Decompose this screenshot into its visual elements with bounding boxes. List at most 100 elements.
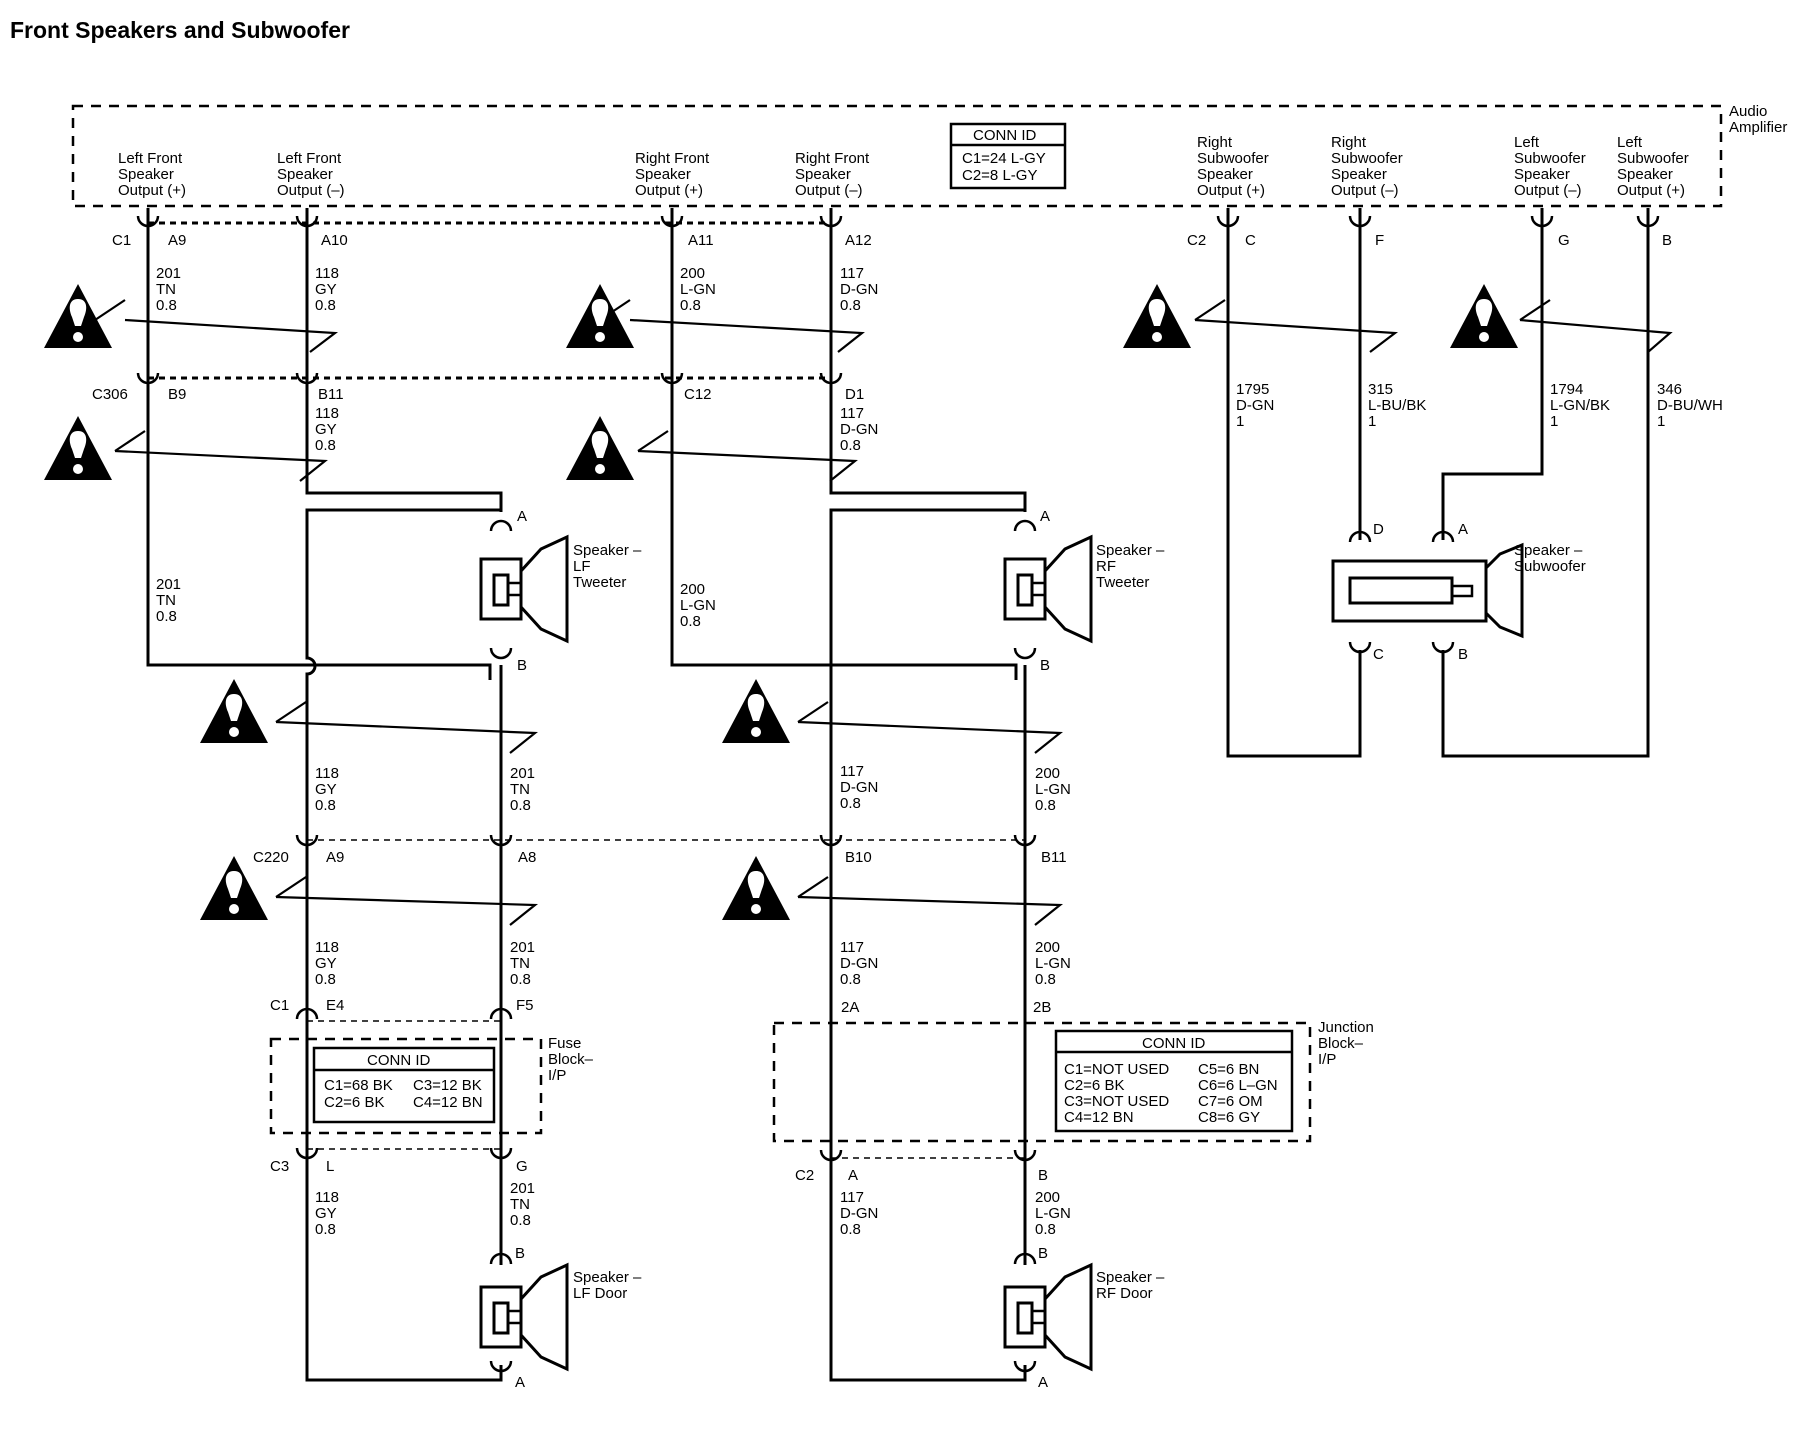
svg-text:C: C bbox=[1373, 646, 1384, 663]
svg-text:A: A bbox=[848, 1167, 858, 1184]
c220-pin-b10: B10 bbox=[845, 849, 872, 866]
svg-text:TN: TN bbox=[510, 1196, 530, 1213]
svg-text:Block–: Block– bbox=[548, 1051, 594, 1068]
svg-text:Fuse: Fuse bbox=[548, 1035, 581, 1052]
svg-text:0.8: 0.8 bbox=[315, 1221, 336, 1238]
svg-text:D-BU/WH: D-BU/WH bbox=[1657, 397, 1723, 414]
svg-text:Tweeter: Tweeter bbox=[1096, 574, 1149, 591]
pin-a11: A11 bbox=[688, 232, 714, 249]
svg-text:0.8: 0.8 bbox=[510, 797, 531, 814]
twisted-pair-icon bbox=[94, 299, 1673, 926]
speaker-lf-tweeter: A B Speaker – LF Tweeter bbox=[479, 508, 642, 674]
c220-pin-b11: B11 bbox=[1041, 849, 1067, 866]
pin-g: G bbox=[1558, 232, 1570, 249]
svg-text:Speaker –: Speaker – bbox=[573, 542, 642, 559]
svg-text:RF: RF bbox=[1096, 558, 1116, 575]
svg-text:D-GN: D-GN bbox=[840, 281, 878, 298]
svg-text:C5=6 BN: C5=6 BN bbox=[1198, 1061, 1259, 1078]
svg-text:C2=6 BK: C2=6 BK bbox=[324, 1094, 384, 1111]
svg-text:C6=6 L–GN: C6=6 L–GN bbox=[1198, 1077, 1278, 1094]
svg-text:B: B bbox=[1040, 657, 1050, 674]
pin-a9: A9 bbox=[168, 232, 186, 249]
svg-text:C8=6 GY: C8=6 GY bbox=[1198, 1109, 1260, 1126]
svg-text:A: A bbox=[1040, 508, 1050, 525]
svg-text:Left Front: Left Front bbox=[277, 150, 342, 167]
wire-1794: 1794 L-GN/BK 1 bbox=[1441, 208, 1610, 540]
svg-text:C4=12 BN: C4=12 BN bbox=[413, 1094, 483, 1111]
wire-201-to-lf-door: 201 TN 0.8 201 TN 0.8 201 TN 0.8 bbox=[499, 665, 535, 1265]
svg-text:GY: GY bbox=[315, 421, 337, 438]
fuse-block: Fuse Block– I/P C1 E4 F5 C3 L G CONN ID … bbox=[269, 997, 594, 1175]
output-label-lf-plus: Left Front Speaker Output (+) bbox=[118, 150, 186, 199]
svg-text:Tweeter: Tweeter bbox=[573, 574, 626, 591]
junction-block-conn-id: CONN ID C1=NOT USED C2=6 BK C3=NOT USED … bbox=[1054, 1029, 1294, 1133]
c306-label: C306 bbox=[92, 386, 128, 403]
pin-a12: A12 bbox=[845, 232, 872, 249]
caution-triangle-icon bbox=[200, 679, 268, 743]
svg-text:200: 200 bbox=[1035, 765, 1060, 782]
svg-text:C3: C3 bbox=[270, 1158, 289, 1175]
svg-text:200: 200 bbox=[680, 265, 705, 282]
svg-text:0.8: 0.8 bbox=[510, 971, 531, 988]
svg-text:1: 1 bbox=[1550, 413, 1558, 430]
svg-text:L-GN: L-GN bbox=[1035, 781, 1071, 798]
svg-text:C3=NOT USED: C3=NOT USED bbox=[1064, 1093, 1169, 1110]
svg-text:LF Door: LF Door bbox=[573, 1285, 627, 1302]
svg-text:Right: Right bbox=[1197, 134, 1233, 151]
svg-text:Speaker –: Speaker – bbox=[1096, 542, 1165, 559]
svg-text:Output (–): Output (–) bbox=[277, 182, 345, 199]
caution-triangle-icon bbox=[722, 856, 790, 920]
speaker-icon bbox=[1003, 535, 1093, 643]
svg-text:C1=68 BK: C1=68 BK bbox=[324, 1077, 393, 1094]
svg-text:Junction: Junction bbox=[1318, 1019, 1374, 1036]
svg-text:B: B bbox=[1458, 646, 1468, 663]
svg-text:Output (+): Output (+) bbox=[1197, 182, 1265, 199]
svg-text:Speaker –: Speaker – bbox=[573, 1269, 642, 1286]
caution-triangle-icon bbox=[1450, 284, 1518, 348]
wire-118-to-lf-door: 118 GY 0.8 118 GY 0.8 118 GY 0.8 bbox=[305, 508, 503, 1382]
output-label-lsub-plus: Left Subwoofer Speaker Output (+) bbox=[1617, 134, 1689, 199]
svg-text:201: 201 bbox=[510, 765, 535, 782]
svg-text:1795: 1795 bbox=[1236, 381, 1269, 398]
svg-text:C2=6 BK: C2=6 BK bbox=[1064, 1077, 1124, 1094]
svg-text:0.8: 0.8 bbox=[680, 297, 701, 314]
svg-text:200: 200 bbox=[1035, 939, 1060, 956]
svg-text:346: 346 bbox=[1657, 381, 1682, 398]
c306-pin-d1: D1 bbox=[845, 386, 864, 403]
svg-text:TN: TN bbox=[156, 281, 176, 298]
svg-text:B: B bbox=[515, 1245, 525, 1262]
output-label-rsub-minus: Right Subwoofer Speaker Output (–) bbox=[1331, 134, 1403, 199]
caution-triangle-icon bbox=[722, 679, 790, 743]
svg-text:L-GN: L-GN bbox=[1035, 955, 1071, 972]
svg-text:C4=12 BN: C4=12 BN bbox=[1064, 1109, 1134, 1126]
svg-text:Output (–): Output (–) bbox=[1514, 182, 1582, 199]
svg-text:0.8: 0.8 bbox=[510, 1212, 531, 1229]
svg-text:D-GN: D-GN bbox=[840, 1205, 878, 1222]
wire-346: 346 D-BU/WH 1 bbox=[1441, 208, 1723, 758]
caution-triangle-icon bbox=[566, 284, 634, 348]
svg-text:TN: TN bbox=[156, 592, 176, 609]
svg-text:C2: C2 bbox=[795, 1167, 814, 1184]
svg-text:Left: Left bbox=[1617, 134, 1643, 151]
svg-text:0.8: 0.8 bbox=[840, 297, 861, 314]
svg-text:Block–: Block– bbox=[1318, 1035, 1364, 1052]
svg-text:G: G bbox=[516, 1158, 528, 1175]
svg-text:200: 200 bbox=[680, 581, 705, 598]
svg-text:Subwoofer: Subwoofer bbox=[1514, 150, 1586, 167]
svg-text:201: 201 bbox=[156, 265, 181, 282]
svg-text:A: A bbox=[517, 508, 527, 525]
wire-201-lf: 201 TN 0.8 201 TN 0.8 bbox=[146, 208, 492, 680]
svg-text:D-GN: D-GN bbox=[840, 779, 878, 796]
svg-text:Speaker: Speaker bbox=[1331, 166, 1387, 183]
wire-117-to-rf-door: 117 D-GN 0.8 117 D-GN 0.8 117 D-GN 0.8 bbox=[829, 508, 1027, 1382]
amplifier-c1-label: C1 bbox=[112, 232, 131, 249]
speaker-icon bbox=[479, 535, 569, 643]
svg-text:1: 1 bbox=[1368, 413, 1376, 430]
svg-text:Speaker: Speaker bbox=[277, 166, 333, 183]
svg-text:RF Door: RF Door bbox=[1096, 1285, 1153, 1302]
svg-text:Left Front: Left Front bbox=[118, 150, 183, 167]
speaker-rf-tweeter: A B Speaker – RF Tweeter bbox=[1003, 508, 1165, 674]
svg-text:0.8: 0.8 bbox=[315, 797, 336, 814]
svg-text:GY: GY bbox=[315, 955, 337, 972]
caution-triangle-icon bbox=[566, 416, 634, 480]
